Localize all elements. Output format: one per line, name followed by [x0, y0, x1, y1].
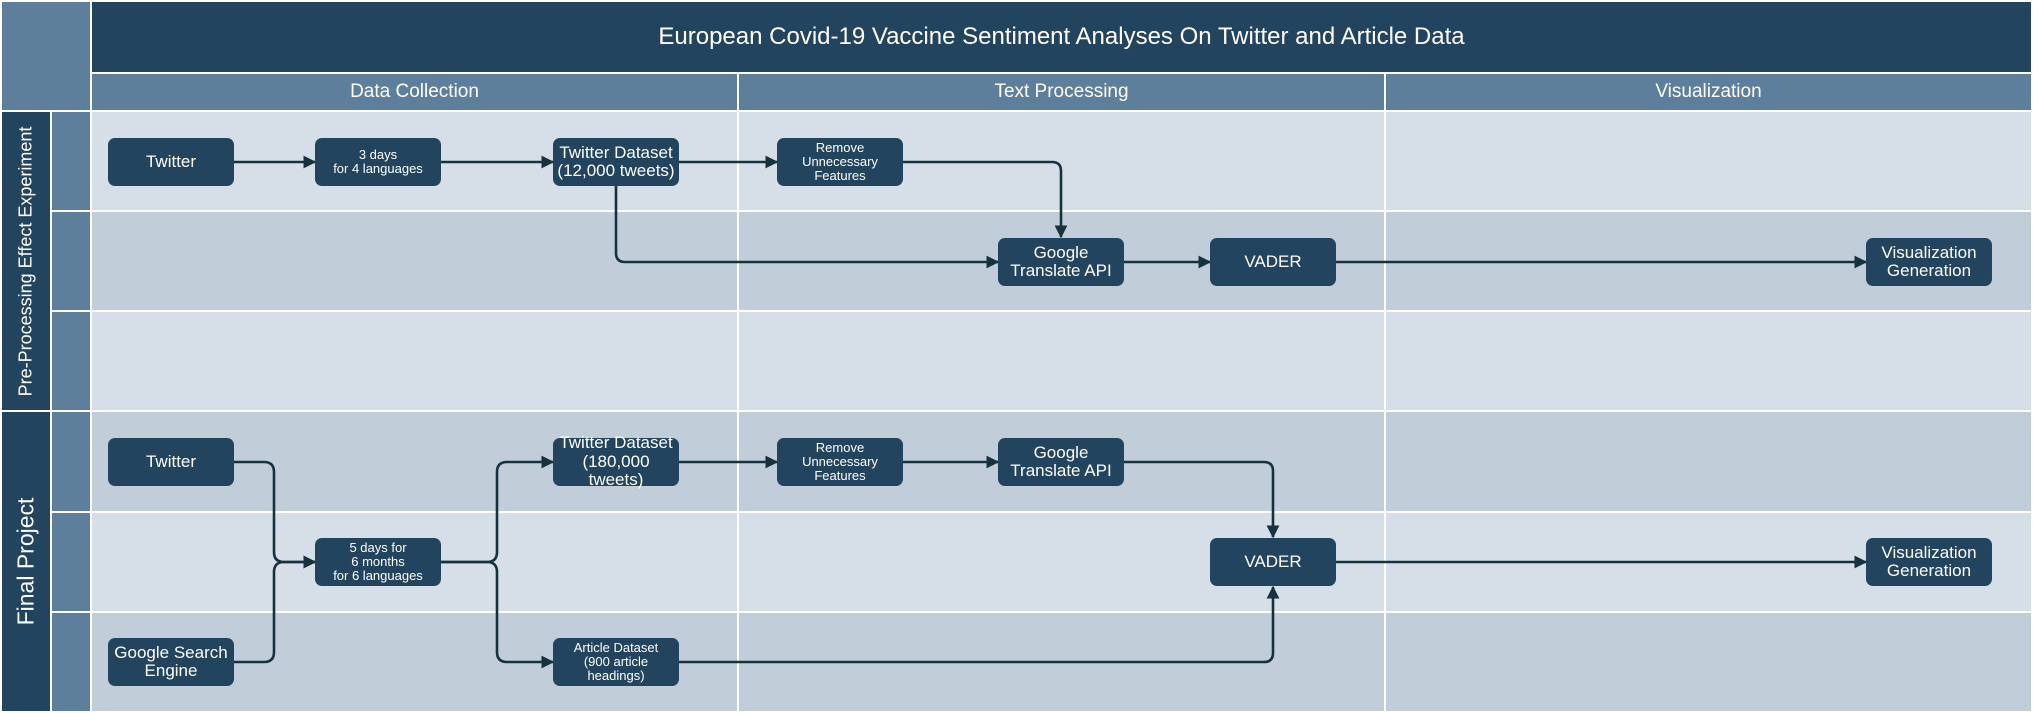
- node-pre-twitter: Twitter: [108, 138, 234, 186]
- node-pre-vis: Visualization Generation: [1866, 238, 1992, 286]
- node-fin-dataset: Twitter Dataset (180,000 tweets): [553, 434, 679, 489]
- lane-cell: [1386, 613, 2031, 711]
- row-tab-3: [52, 312, 90, 410]
- node-pre-remove: Remove Unnecessary Features: [777, 138, 903, 186]
- edge-pre-remove-to-translate: [903, 160, 1068, 239]
- node-fin-google: Google Search Engine: [108, 638, 234, 686]
- lane-cell: [1386, 412, 2031, 511]
- row-tab-6: [52, 613, 90, 711]
- row-tab-1: [52, 112, 90, 210]
- node-fin-days: 5 days for 6 months for 6 languages: [315, 538, 441, 586]
- lane-cell: [739, 312, 1384, 410]
- lane-cell: [1386, 112, 2031, 210]
- edge-fin-days-to-dataset: [441, 455, 555, 564]
- lane-cell: [1386, 312, 2031, 410]
- column-header-data-collection: Data Collection: [92, 74, 737, 110]
- edge-pre-dataset-to-translate: [614, 186, 1000, 269]
- row-tab-2: [52, 212, 90, 310]
- node-fin-vader: VADER: [1210, 538, 1336, 586]
- header-corner: [2, 2, 90, 110]
- edge-fin-google-to-days: [234, 555, 317, 664]
- node-pre-vader: VADER: [1210, 238, 1336, 286]
- edge-fin-article-to-vader: [679, 585, 1280, 664]
- column-header-text-processing: Text Processing: [739, 74, 1384, 110]
- lane-cell: [92, 312, 737, 410]
- diagram-title: European Covid-19 Vaccine Sentiment Anal…: [92, 2, 2031, 72]
- node-pre-days: 3 days for 4 languages: [315, 138, 441, 186]
- row-tab-5: [52, 513, 90, 611]
- node-fin-remove: Remove Unnecessary Features: [777, 438, 903, 486]
- edge-fin-translate-to-vader: [1124, 460, 1280, 539]
- edge-fin-days-to-article: [441, 560, 555, 669]
- group-label-pre-processing: Pre-Processing Effect Experiment: [2, 112, 50, 410]
- node-fin-article: Article Dataset (900 article headings): [553, 638, 679, 686]
- column-header-visualization: Visualization: [1386, 74, 2031, 110]
- edge-fin-twitter-to-days: [234, 460, 317, 569]
- node-fin-twitter: Twitter: [108, 438, 234, 486]
- node-pre-dataset: Twitter Dataset (12,000 tweets): [553, 138, 679, 186]
- node-fin-translate: Google Translate API: [998, 438, 1124, 486]
- node-pre-translate: Google Translate API: [998, 238, 1124, 286]
- node-fin-vis: Visualization Generation: [1866, 538, 1992, 586]
- row-tab-4: [52, 412, 90, 511]
- group-label-final-project: Final Project: [2, 412, 50, 711]
